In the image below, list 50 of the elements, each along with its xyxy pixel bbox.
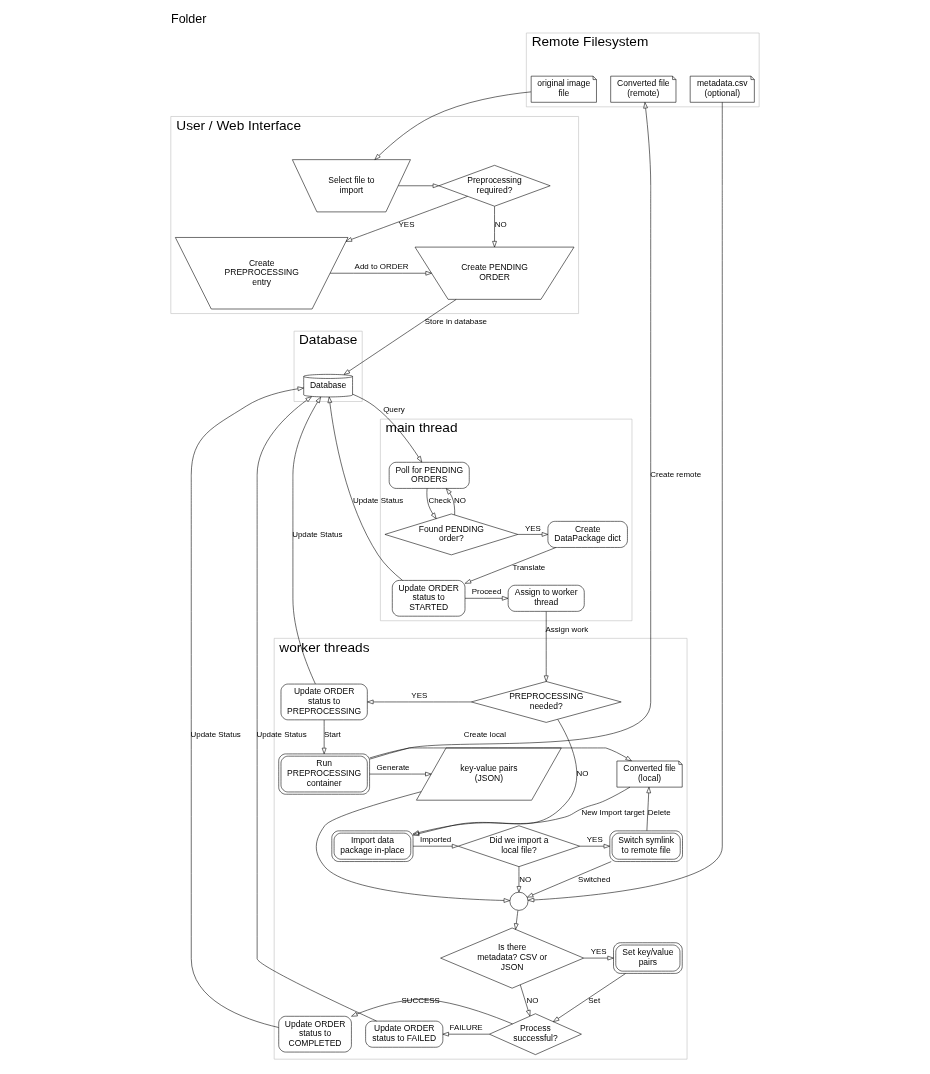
arrow [516,866,522,893]
arrow [374,91,532,160]
arrow [327,396,403,581]
arrow [412,719,578,836]
arrow [426,488,437,519]
node-box: Update ORDER status to PREPROCESSING [280,683,368,721]
arrow [442,1031,490,1037]
node-diamond: Did we import a local file? [457,825,580,867]
node-diamond: PREPROCESSING needed? [470,681,622,723]
arrow [553,973,626,1022]
arrow [352,393,423,463]
node-circle [509,891,529,911]
arrow [367,699,472,705]
arrow [345,196,468,242]
arrow [517,532,549,537]
arrow [256,396,377,1022]
arrow [527,102,723,903]
arrow [316,791,510,903]
arrow [583,955,614,961]
arrow [343,299,457,375]
arrow [369,102,651,759]
arrow [351,999,513,1025]
node-box: Poll for PENDING ORDERS [388,462,470,489]
arrow [514,910,519,930]
arrow [329,270,432,276]
node-box: Update ORDER status to STARTED [392,580,466,617]
arrow [321,719,327,755]
arrow [369,747,632,762]
node-diamond: Is there metadata? CSV or JSON [440,927,584,989]
arrow [398,183,440,189]
arrow [464,547,557,584]
arrow [527,861,612,898]
arrow [446,488,455,516]
node-box: Create DataPackage dict [547,521,628,548]
arrow [579,843,610,849]
node-box: Update ORDER status to FAILED [365,1020,444,1048]
arrow [412,843,459,849]
arrow [543,611,549,682]
arrow [520,984,531,1017]
arrow [369,771,432,777]
arrow [464,596,509,601]
node-box: Assign to worker thread [507,584,585,612]
arrow [292,396,321,685]
diagram-title: Folder [171,11,207,26]
arrow [646,786,651,832]
node-box: Update ORDER status to COMPLETED [278,1016,352,1053]
arrow [190,386,304,1028]
arrow [412,786,631,835]
arrow [492,206,497,248]
node-diamond: Preprocessing required? [438,165,551,207]
